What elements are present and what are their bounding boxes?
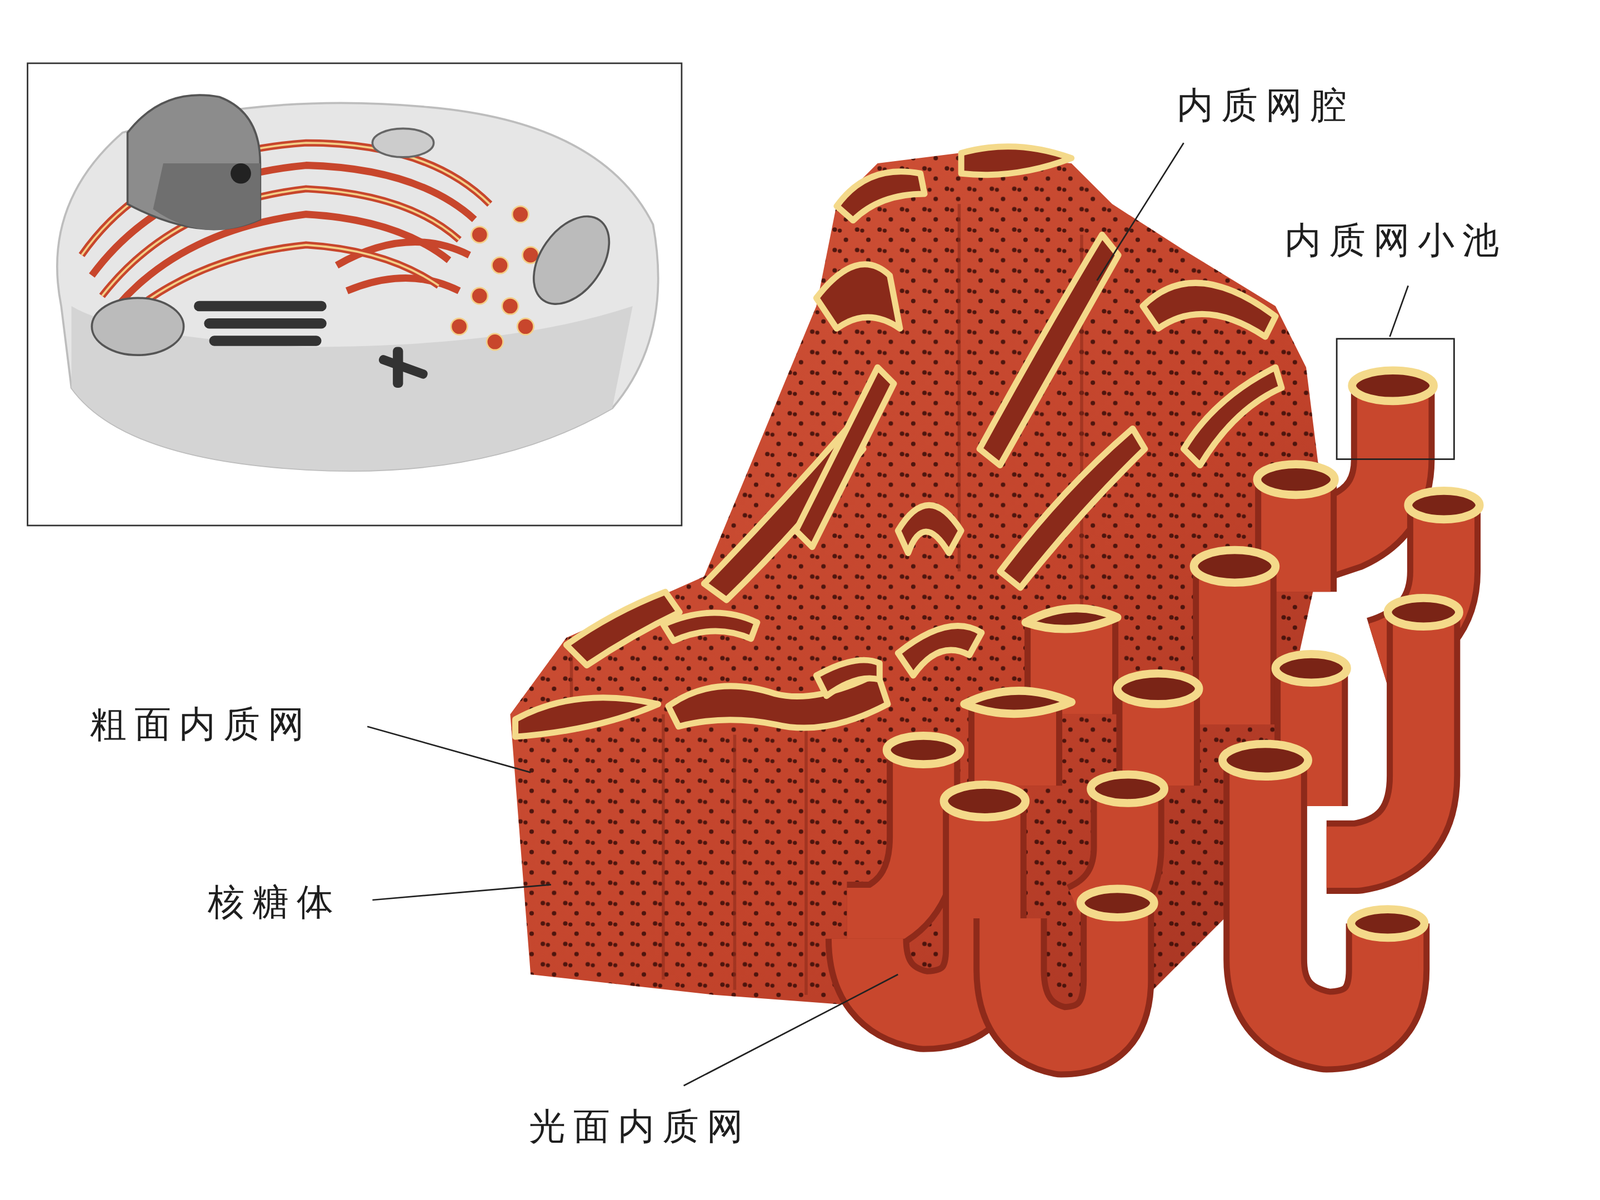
- highlight-box: [1336, 338, 1454, 460]
- smooth-er: [846, 370, 1480, 1042]
- part-label: 核糖体: [207, 881, 342, 924]
- part-label: 粗面内质网: [90, 703, 313, 746]
- part-label: 内质网腔: [1176, 84, 1355, 127]
- part-label: 内质网小池: [1284, 219, 1507, 262]
- rough-er: [510, 146, 1327, 1021]
- part-label: 光面内质网: [528, 1105, 752, 1148]
- leader-lines: [367, 142, 1408, 1086]
- cell-inset: [27, 63, 682, 526]
